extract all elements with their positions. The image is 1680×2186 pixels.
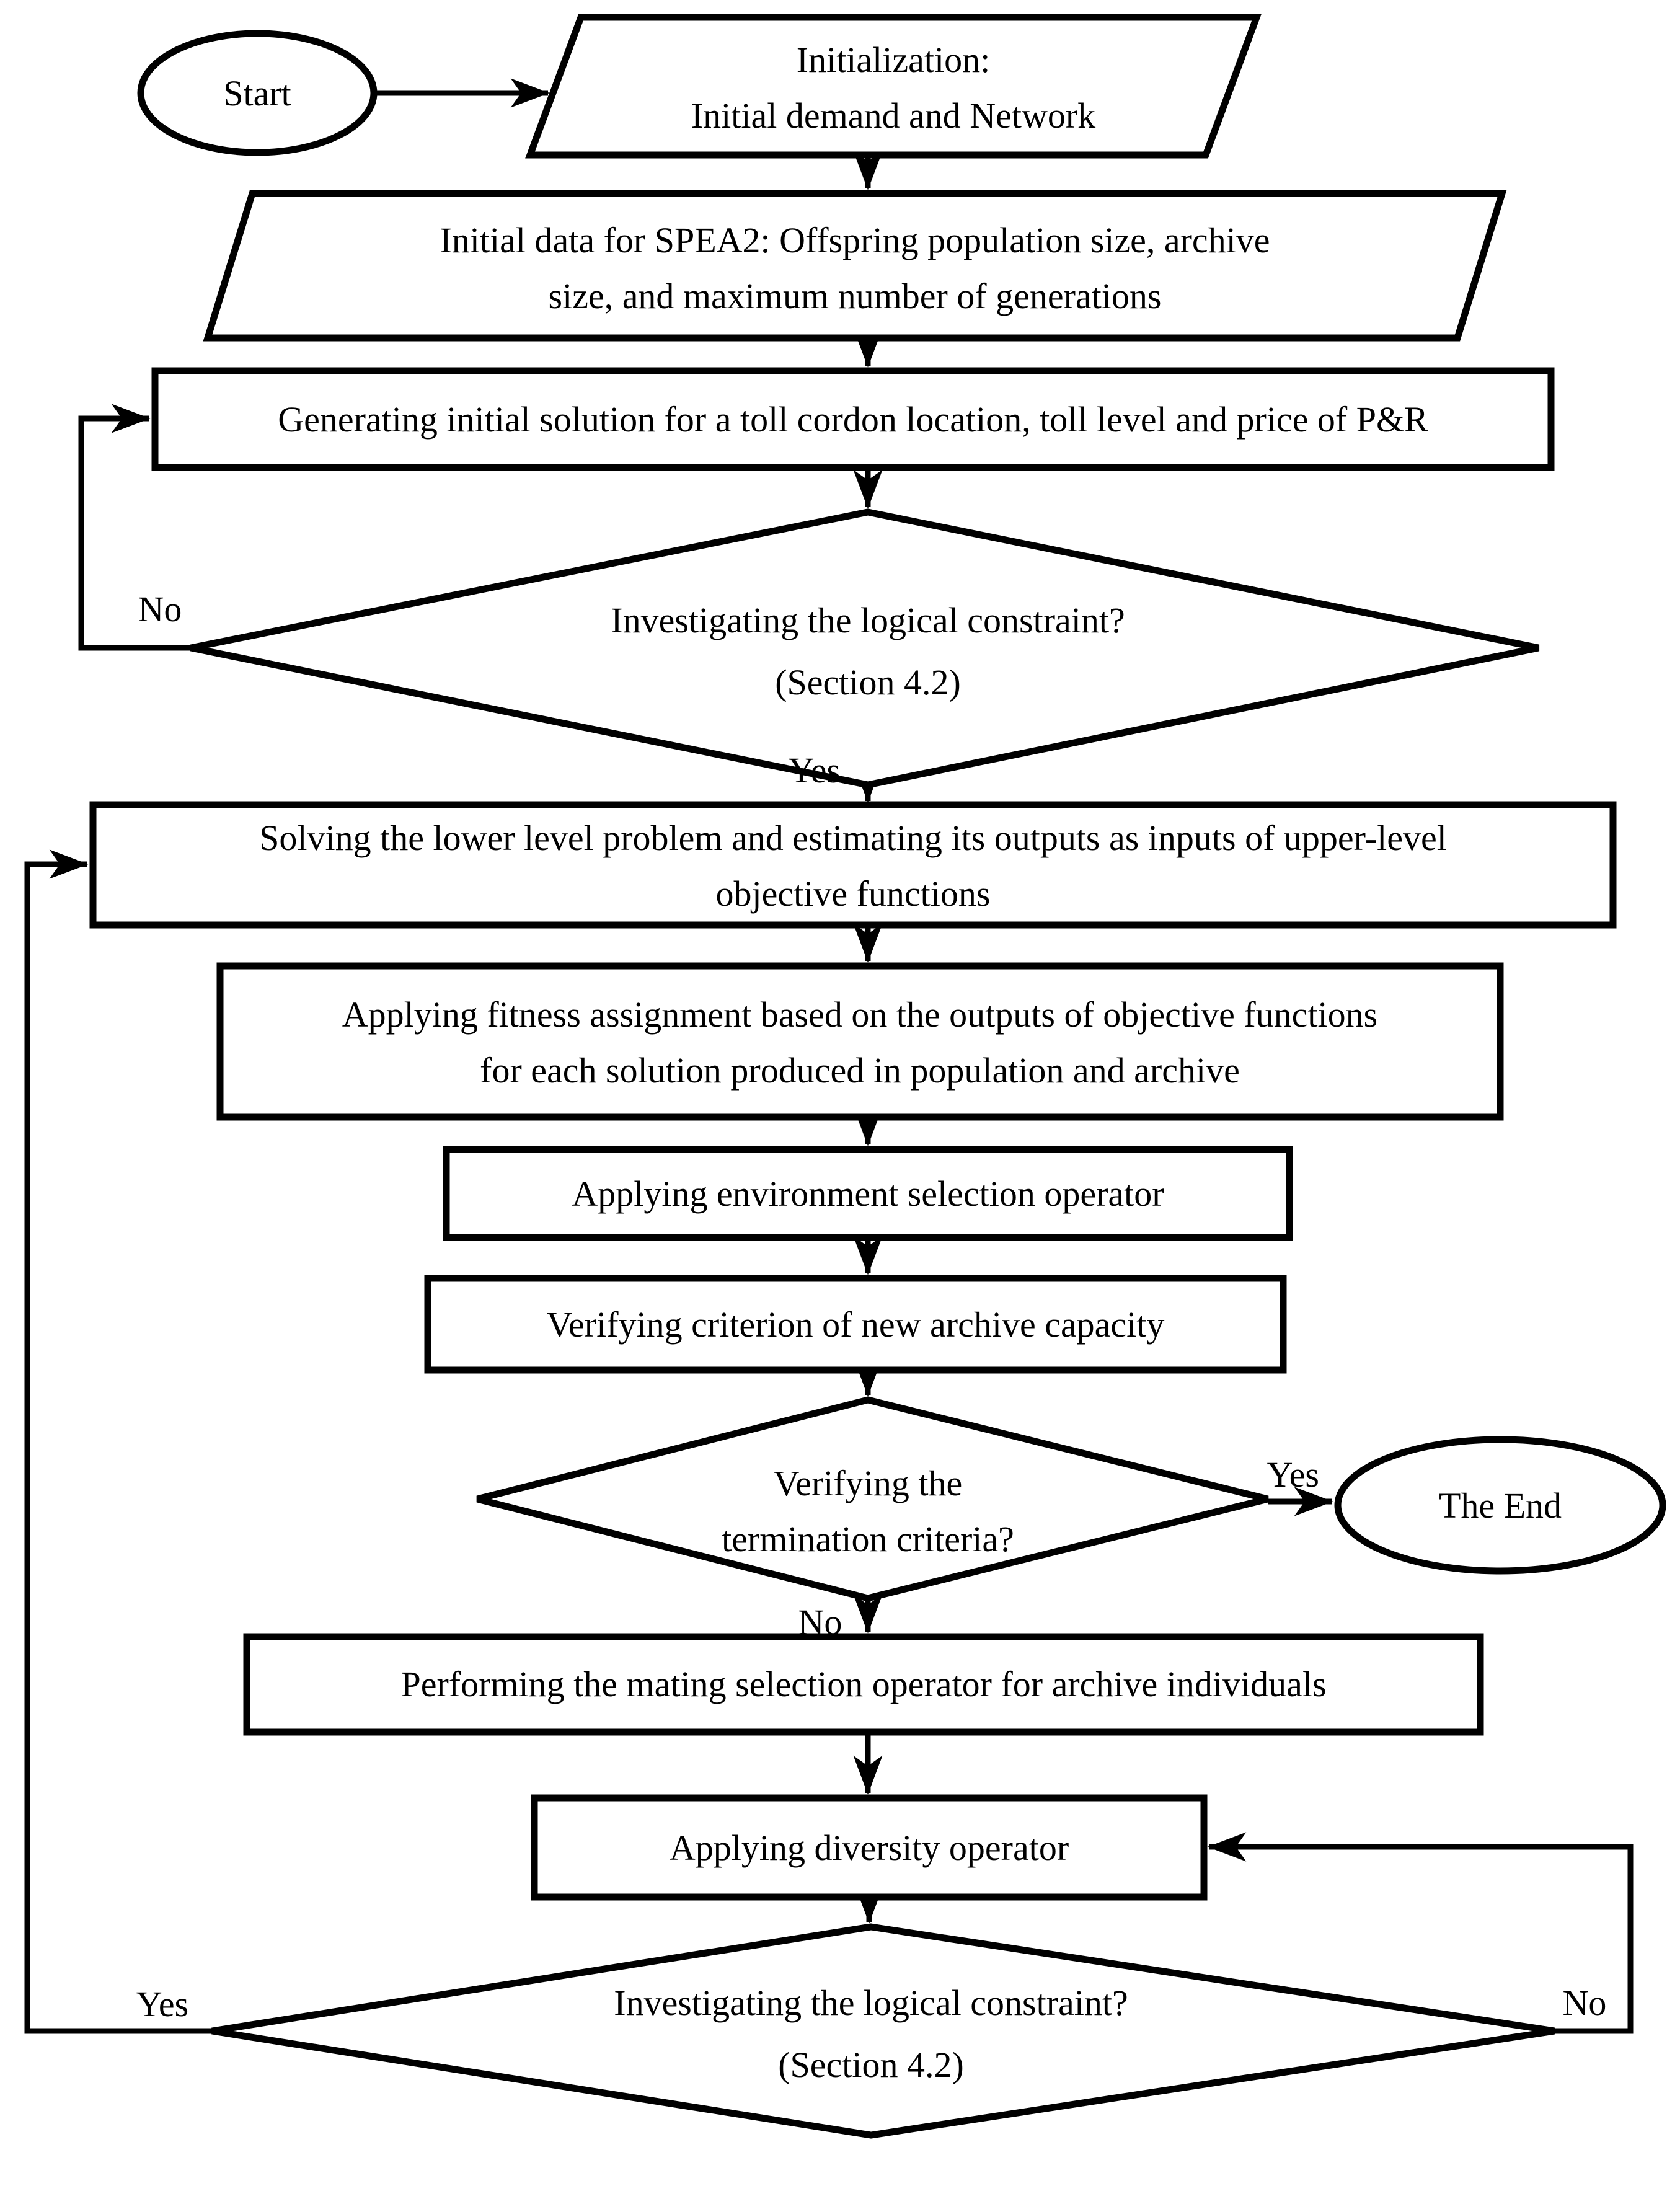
node-environment-selection: Applying environment selection operator [443,1146,1293,1241]
label-constraint2-no: No [1563,1983,1607,2023]
solve-lower-level-line2: objective functions [716,874,991,914]
edge-constraint2-yes-loop [24,849,212,2034]
generate-solution-process-shape [151,367,1555,471]
node-verify-archive: Verifying criterion of new archive capac… [424,1275,1287,1374]
initialization-line1: Initialization: [797,40,990,80]
node-termination-criteria: Verifying the termination criteria? [476,1396,1269,1602]
edge-constraint1-no-loop [78,404,191,651]
node-initialization: Initialization: Initial demand and Netwo… [525,14,1262,159]
logical-constraint-1-decision-shape [190,508,1540,789]
fitness-assignment-line1: Applying fitness assignment based on the… [342,994,1377,1035]
node-fitness-assignment: Applying fitness assignment based on the… [216,962,1504,1121]
diversity-operator-process-shape [531,1794,1208,1901]
edge-constraint2-no-loop [1207,1832,1634,2034]
label-termination-no: No [798,1602,842,1642]
mating-selection-process-shape [243,1633,1484,1736]
node-generate-solution: Generating initial solution for a toll c… [151,367,1555,471]
node-start: Start [137,30,378,156]
termination-criteria-line1: Verifying the [774,1463,962,1503]
node-logical-constraint-1: Investigating the logical constraint? (S… [190,508,1540,789]
fitness-assignment-line2: for each solution produced in population… [480,1050,1240,1091]
initial-data-io-shape [203,190,1507,342]
initialization-line2: Initial demand and Network [691,95,1095,136]
termination-criteria-decision-shape [476,1396,1269,1602]
label-termination-yes: Yes [1267,1454,1319,1495]
initial-data-line1: Initial data for SPEA2: Offspring popula… [440,220,1270,260]
node-mating-selection: Performing the mating selection operator… [243,1633,1484,1736]
node-initial-data: Initial data for SPEA2: Offspring popula… [203,190,1507,342]
label-constraint2-yes: Yes [136,1984,188,2024]
logical-constraint-2-line1: Investigating the logical constraint? [614,1983,1128,2023]
node-solve-lower-level: Solving the lower level problem and esti… [89,801,1617,929]
label-constraint1-yes: Yes [789,750,841,790]
verify-archive-line1: Verifying criterion of new archive capac… [547,1304,1165,1345]
fitness-assignment-process-shape [216,962,1504,1121]
logical-constraint-1-line1: Investigating the logical constraint? [611,600,1125,640]
logical-constraint-1-line2: (Section 4.2) [775,662,961,702]
start-terminator-shape [137,30,378,156]
initialization-io-shape [525,14,1262,159]
termination-criteria-line2: termination criteria? [722,1519,1014,1559]
node-logical-constraint-2: Investigating the logical constraint? (S… [211,1923,1555,2139]
initial-data-line2: size, and maximum number of generations [549,276,1162,316]
environment-selection-line1: Applying environment selection operator [572,1174,1164,1214]
node-diversity-operator: Applying diversity operator [531,1794,1208,1901]
logical-constraint-2-decision-shape [211,1923,1555,2139]
solve-lower-level-process-shape [89,801,1617,929]
label-constraint1-no: No [138,589,182,629]
environment-selection-process-shape [443,1146,1293,1241]
solve-lower-level-line1: Solving the lower level problem and esti… [259,818,1447,858]
logical-constraint-2-line2: (Section 4.2) [778,2045,964,2085]
the-end-label: The End [1439,1485,1562,1526]
the-end-terminator-shape [1334,1436,1666,1575]
verify-archive-process-shape [424,1275,1287,1374]
node-the-end: The End [1334,1436,1666,1575]
diversity-operator-line1: Applying diversity operator [670,1828,1069,1868]
generate-solution-line1: Generating initial solution for a toll c… [278,399,1428,440]
mating-selection-line1: Performing the mating selection operator… [400,1664,1326,1704]
start-label: Start [223,73,291,113]
